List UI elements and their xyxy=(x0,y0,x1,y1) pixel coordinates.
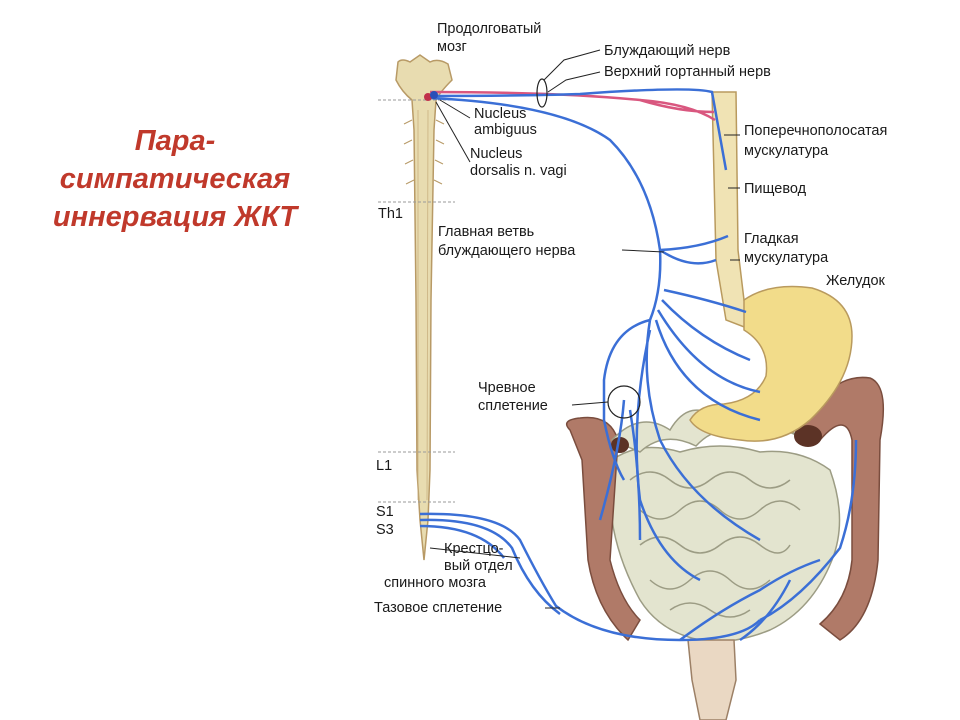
label-ambiguus-2: ambiguus xyxy=(474,122,537,138)
label-vagus: Блуждающий нерв xyxy=(604,43,731,59)
title-line-1: Пара- xyxy=(134,125,216,157)
label-medulla-1: Продолговатый xyxy=(437,21,541,37)
level-s1: S1 xyxy=(376,504,394,520)
title-line-2: симпатическая xyxy=(59,163,291,195)
label-esophagus: Пищевод xyxy=(744,181,807,197)
label-smooth-2: мускулатура xyxy=(744,250,829,266)
label-stomach: Желудок xyxy=(826,273,886,289)
label-ambiguus-1: Nucleus xyxy=(474,106,526,122)
label-main-branch-1: Главная ветвь xyxy=(438,224,534,240)
label-celiac-1: Чревное xyxy=(478,380,536,396)
label-smooth-1: Гладкая xyxy=(744,231,799,247)
label-laryngeal: Верхний гортанный нерв xyxy=(604,64,771,80)
level-s3: S3 xyxy=(376,522,394,538)
nucleus-dorsalis xyxy=(430,91,438,99)
diagram-title: Пара- симпатическая иннервация ЖКТ xyxy=(30,122,320,236)
label-striated-2: мускулатура xyxy=(744,143,829,159)
label-pelvic: Тазовое сплетение xyxy=(374,600,502,616)
label-sacral-2: вый отдел xyxy=(444,558,513,574)
small-intestine xyxy=(611,445,841,643)
label-dorsalis-1: Nucleus xyxy=(470,146,522,162)
level-l1: L1 xyxy=(376,458,392,474)
leader-lines xyxy=(429,49,740,609)
label-medulla-2: мозг xyxy=(437,39,467,55)
rectum xyxy=(687,639,737,720)
large-intestine xyxy=(565,376,885,642)
label-sacral-1: Крестцо- xyxy=(444,541,504,557)
level-th1: Th1 xyxy=(378,206,403,222)
label-dorsalis-2: dorsalis n. vagi xyxy=(470,163,567,179)
spinal-cord xyxy=(395,54,453,561)
laryngeal-nerve xyxy=(429,90,716,122)
title-line-3: иннервация ЖКТ xyxy=(52,201,298,233)
label-sacral-3: спинного мозга xyxy=(384,575,487,591)
level-lines xyxy=(378,99,455,503)
vagus-nerve xyxy=(419,88,858,642)
label-striated-1: Поперечнополосатая xyxy=(744,123,887,139)
label-celiac-2: сплетение xyxy=(478,398,548,414)
vagus-bundle-marker xyxy=(536,78,548,108)
colon-lumen xyxy=(794,425,822,447)
stomach xyxy=(689,285,853,442)
colon-lumen-left xyxy=(611,437,629,453)
label-main-branch-2: блуждающего нерва xyxy=(438,243,576,259)
